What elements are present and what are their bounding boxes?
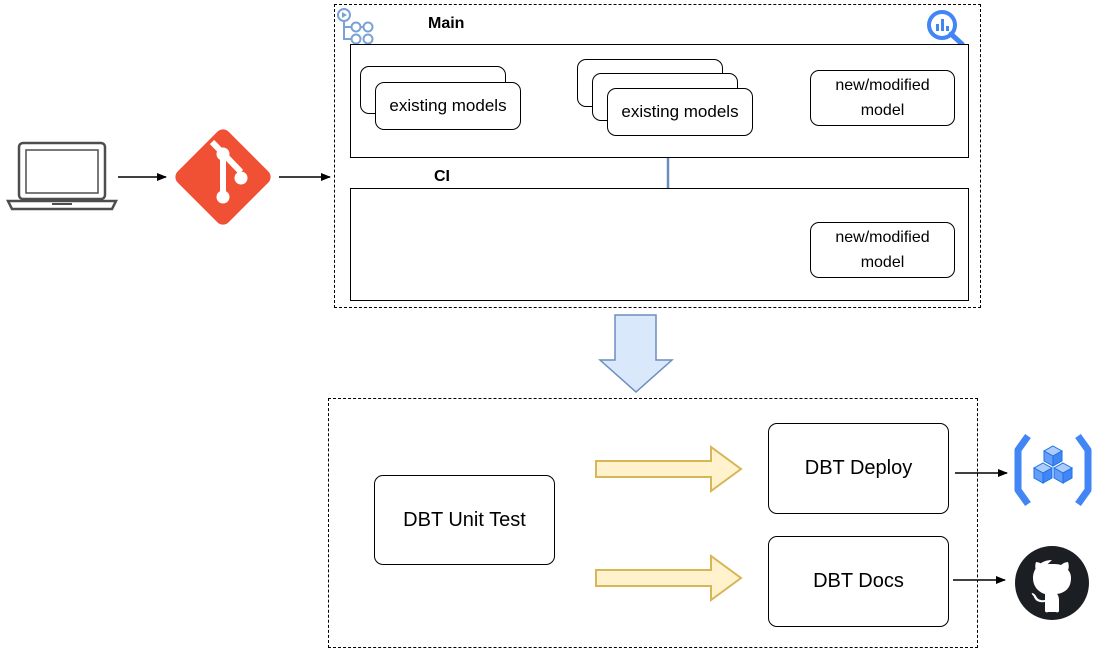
dbt-deploy-box[interactable]: DBT Deploy bbox=[768, 423, 949, 514]
new-model-ci-line2: model bbox=[860, 254, 905, 271]
new-model-main-line1: new/modified bbox=[835, 77, 930, 94]
existing-models-1[interactable]: existing models bbox=[375, 82, 521, 130]
new-model-main-line2: model bbox=[860, 102, 905, 119]
down-arrow bbox=[598, 314, 674, 394]
dbt-docs-box[interactable]: DBT Docs bbox=[768, 536, 949, 627]
main-section-label: Main bbox=[428, 15, 465, 32]
yellow-arrow-to-deploy bbox=[595, 445, 743, 493]
pipeline-container bbox=[328, 398, 978, 648]
existing-models-2-label: existing models bbox=[621, 102, 739, 121]
existing-models-1-label: existing models bbox=[389, 96, 507, 115]
bigquery-icon bbox=[927, 10, 965, 47]
cloud-deploy-icon bbox=[1014, 433, 1092, 507]
new-model-ci-line1: new/modified bbox=[835, 229, 930, 246]
existing-models-2[interactable]: existing models bbox=[607, 88, 753, 136]
dbt-unit-test-label: DBT Unit Test bbox=[403, 508, 526, 531]
laptop-icon bbox=[6, 141, 118, 211]
ci-section-label: CI bbox=[434, 168, 450, 185]
new-modified-model-ci[interactable]: new/modified model bbox=[810, 222, 955, 278]
dbt-unit-test-box[interactable]: DBT Unit Test bbox=[374, 475, 555, 565]
new-modified-model-main[interactable]: new/modified model bbox=[810, 70, 955, 126]
yellow-arrow-to-docs bbox=[595, 554, 743, 602]
main-ci-container bbox=[334, 4, 981, 308]
workflow-icon bbox=[337, 8, 374, 45]
github-icon bbox=[1015, 546, 1089, 620]
dbt-docs-label: DBT Docs bbox=[813, 570, 904, 592]
git-icon bbox=[175, 129, 271, 225]
dbt-deploy-label: DBT Deploy bbox=[804, 457, 913, 479]
